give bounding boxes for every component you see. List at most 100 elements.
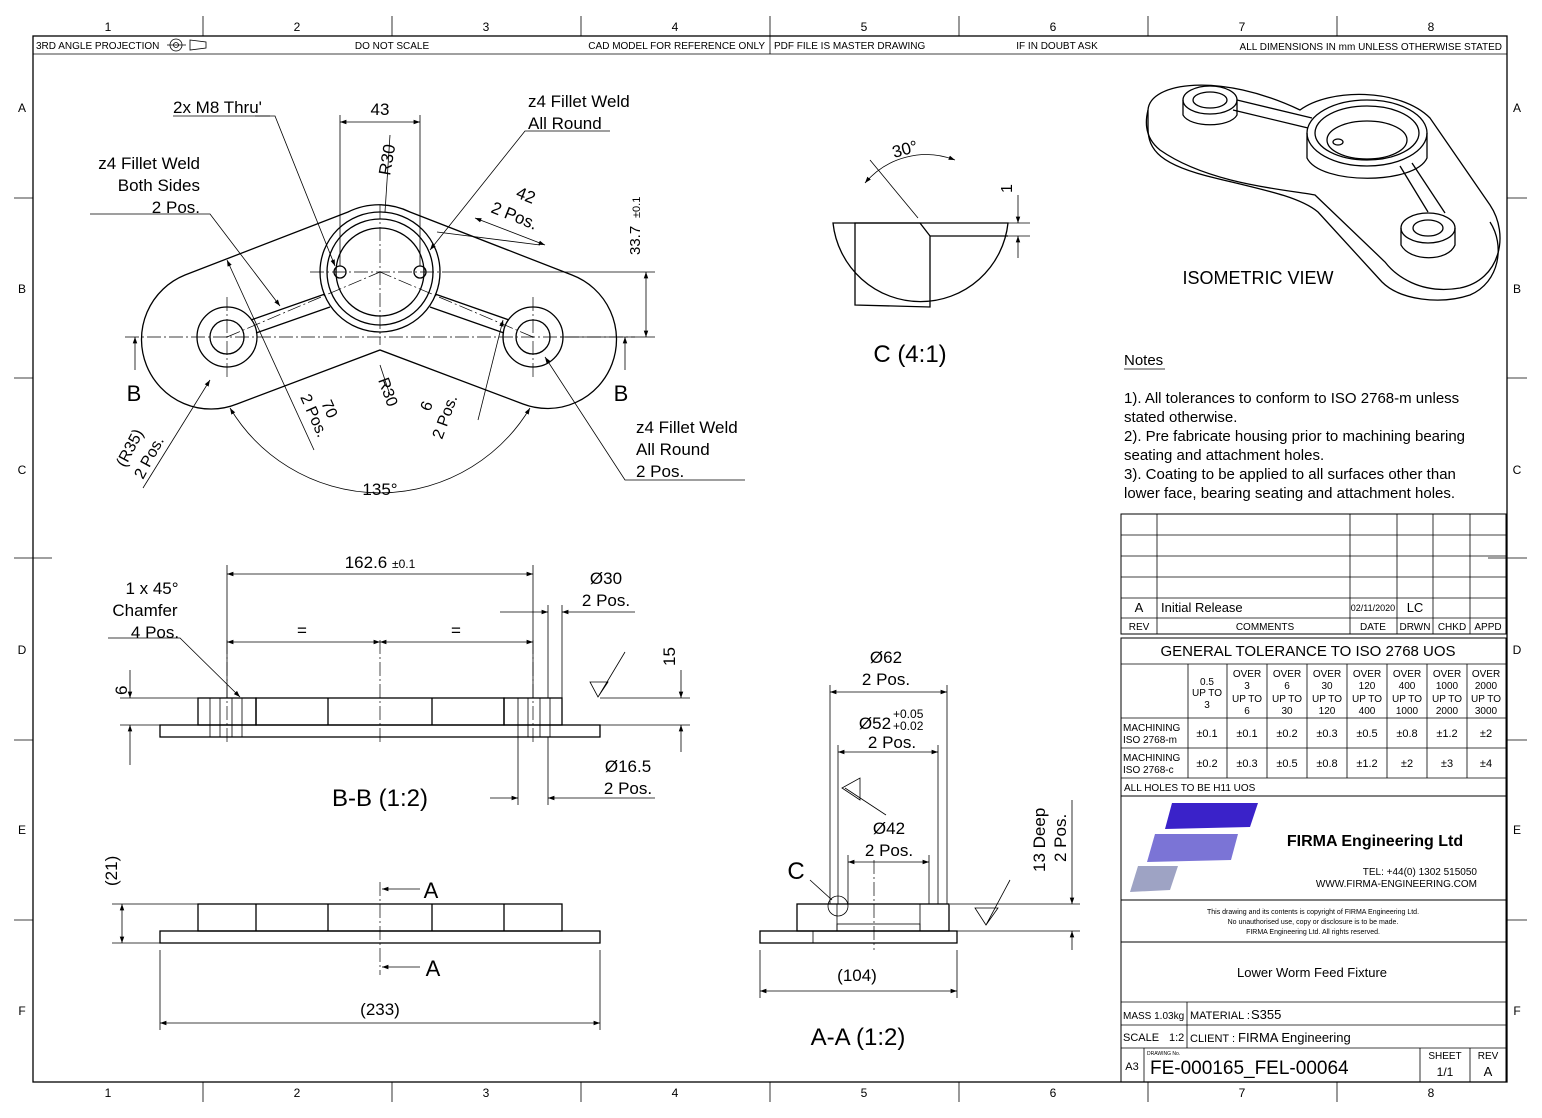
front-view: (21) A A (233)	[102, 856, 601, 1030]
zone-row-left-b: B	[18, 282, 26, 296]
zone-row-right-d: D	[1513, 643, 1522, 657]
range-4-line-1: OVER	[1313, 669, 1341, 680]
copyright-line-2: No unauthorised use, copy or disclosure …	[1228, 919, 1399, 926]
note-line-2: stated otherwise.	[1124, 409, 1237, 426]
copyright-line-1: This drawing and its contents is copyrig…	[1207, 909, 1419, 916]
drawing-number: FE-000165_FEL-00064	[1150, 1058, 1349, 1079]
if-in-doubt-note: IF IN DOUBT ASK	[1016, 41, 1098, 52]
range-5-line-4: 400	[1359, 706, 1376, 717]
detail-c-marker: C	[787, 858, 804, 885]
tol-c-1: ±0.2	[1196, 758, 1217, 770]
dim-135: 135°	[362, 480, 397, 499]
dim-43: 43	[371, 100, 390, 119]
rev-row-drawn: LC	[1407, 600, 1424, 615]
zone-col-top-7: 7	[1239, 20, 1246, 34]
revision-table: A Initial Release 02/11/2020 LC REV COMM…	[1120, 513, 1507, 635]
zone-col-bottom-4: 4	[672, 1086, 679, 1100]
firma-logo-icon	[1130, 803, 1258, 892]
weld-top-line-2: All Round	[528, 114, 602, 133]
plan-outline	[140, 204, 618, 410]
isometric-label: ISOMETRIC VIEW	[1182, 268, 1333, 288]
zone-col-top-1: 1	[105, 20, 112, 34]
zone-row-right-c: C	[1513, 463, 1522, 477]
range-1-line-2: UP TO	[1192, 688, 1222, 699]
tol-c-7: ±3	[1441, 758, 1453, 770]
range-3-line-1: OVER	[1273, 669, 1301, 680]
dim-d62-pos: 2 Pos.	[862, 670, 910, 689]
detail-c: 30° 1 C (4:1)	[832, 137, 1030, 368]
range-7-line-1: OVER	[1433, 669, 1461, 680]
tol-m-7: ±1.2	[1436, 728, 1457, 740]
client-label: CLIENT :	[1190, 1033, 1235, 1045]
tol-row-2-label-1: MACHINING	[1123, 753, 1180, 764]
client-value: FIRMA Engineering	[1238, 1030, 1351, 1045]
range-8-line-1: OVER	[1472, 669, 1500, 680]
zone-col-bottom-8: 8	[1428, 1086, 1435, 1100]
do-not-scale-note: DO NOT SCALE	[355, 41, 430, 52]
thru-holes-label: 2x M8 Thru'	[173, 98, 262, 117]
chamfer-line-3: 4 Pos.	[131, 623, 179, 642]
scale-value: 1:2	[1169, 1032, 1184, 1044]
copyright-line-3: FIRMA Engineering Ltd. All rights reserv…	[1246, 929, 1380, 936]
title-block: Lower Worm Feed Fixture MASS 1.03kg MATE…	[1120, 941, 1507, 1083]
section-a-top-label: A	[424, 878, 439, 903]
equal-right: =	[451, 621, 461, 640]
chamfer-line-1: 1 x 45°	[125, 579, 178, 598]
sheet-value: 1/1	[1437, 1065, 1454, 1079]
isometric-view: ISOMETRIC VIEW	[1145, 84, 1501, 301]
header-notes: 3RD ANGLE PROJECTION DO NOT SCALE CAD MO…	[36, 38, 1502, 53]
detail-c-dim-1: 1	[999, 184, 1016, 193]
dim-6-pos: 2 Pos.	[430, 393, 461, 441]
range-5-line-1: OVER	[1353, 669, 1381, 680]
section-aa: Ø62 2 Pos. Ø52 +0.05 +0.02 2 Pos. Ø42 2 …	[759, 648, 1080, 1051]
rev-label: REV	[1478, 1051, 1499, 1062]
material-value: S355	[1251, 1007, 1281, 1022]
equal-left: =	[297, 621, 307, 640]
company-block: FIRMA Engineering Ltd TEL: +44(0) 1302 5…	[1120, 795, 1507, 943]
tol-m-3: ±0.2	[1276, 728, 1297, 740]
rev-header-approved: APPD	[1474, 622, 1501, 633]
zone-col-top-5: 5	[861, 20, 868, 34]
detail-c-angle: 30°	[890, 137, 920, 162]
range-3-line-4: 30	[1281, 706, 1293, 717]
zone-col-top-2: 2	[294, 20, 301, 34]
notes-heading: Notes	[1124, 352, 1163, 369]
range-6-line-1: OVER	[1393, 669, 1421, 680]
scale-label: SCALE	[1123, 1032, 1159, 1044]
tol-m-5: ±0.5	[1356, 728, 1377, 740]
dim-d52-pos: 2 Pos.	[868, 733, 916, 752]
tol-row-2-label-2: ISO 2768-c	[1123, 765, 1174, 776]
section-bb: 1 x 45° Chamfer 4 Pos. 162.6 ±0.1 = = Ø3…	[108, 553, 690, 812]
dim-13-deep: 13 Deep	[1030, 808, 1049, 872]
zone-row-left-e: E	[18, 823, 26, 837]
weld-left-line-3: 2 Pos.	[152, 198, 200, 217]
dim-13-pos: 2 Pos.	[1051, 814, 1070, 862]
note-line-4: seating and attachment holes.	[1124, 447, 1324, 464]
drawing-no-label: DRAWING No.	[1147, 1051, 1180, 1057]
range-4-line-4: 120	[1319, 706, 1336, 717]
range-2-line-1: OVER	[1233, 669, 1261, 680]
company-name: FIRMA Engineering Ltd	[1287, 833, 1463, 850]
sheet-label: SHEET	[1428, 1051, 1461, 1062]
tol-m-2: ±0.1	[1236, 728, 1257, 740]
dim-162-6-tol: ±0.1	[392, 557, 416, 571]
range-4-line-2: 30	[1321, 681, 1333, 692]
tol-row-1-label-2: ISO 2768-m	[1123, 735, 1177, 746]
company-tel: TEL: +44(0) 1302 515050	[1363, 867, 1478, 878]
zone-col-top-4: 4	[672, 20, 679, 34]
rev-header-date: DATE	[1360, 622, 1386, 633]
dim-233: (233)	[360, 1000, 400, 1019]
zone-col-bottom-2: 2	[294, 1086, 301, 1100]
zone-row-left-c: C	[18, 463, 27, 477]
section-bb-label: B-B (1:2)	[332, 785, 428, 812]
range-3-line-2: 6	[1284, 681, 1290, 692]
dim-d16-5-pos: 2 Pos.	[604, 779, 652, 798]
dim-70: 70	[317, 398, 340, 421]
range-4-line-3: UP TO	[1312, 694, 1342, 705]
sheet-size: A3	[1125, 1061, 1138, 1073]
zone-row-left-f: F	[18, 1004, 25, 1018]
drawing-title: Lower Worm Feed Fixture	[1237, 965, 1387, 980]
dim-d52-tol-lower: +0.02	[893, 719, 924, 733]
tolerance-ranges: 0.5 UP TO 3 OVER 3 UP TO 6 OVER 6 UP TO …	[1192, 669, 1501, 717]
